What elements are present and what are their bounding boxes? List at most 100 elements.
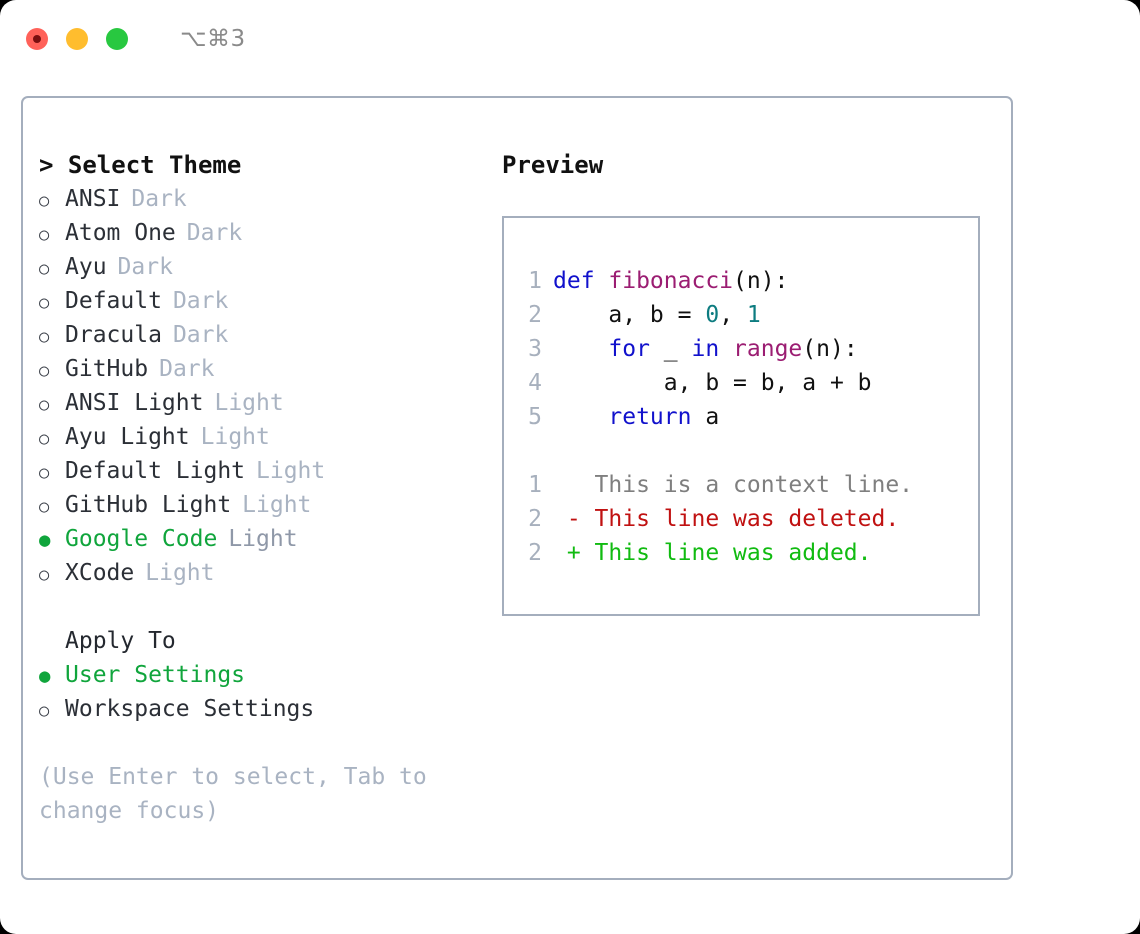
diff-line: 2 - This line was deleted. (518, 502, 978, 536)
radio-unselected-icon: ○ (39, 361, 50, 381)
keyboard-hint: (Use Enter to select, Tab to change focu… (39, 764, 441, 824)
code-line-text: return a (553, 400, 719, 434)
code-token-fn: fibonacci (608, 268, 734, 294)
code-token-num: 1 (746, 302, 761, 328)
theme-option-tag: Light (242, 492, 312, 518)
code-line: 1 def fibonacci(n): (518, 264, 978, 298)
radio-unselected-icon: ○ (39, 497, 50, 517)
close-button[interactable] (26, 28, 48, 50)
code-token-pl: a (691, 404, 720, 430)
page-title: > Select Theme (39, 151, 242, 179)
theme-option-tag: Light (256, 458, 326, 484)
theme-option-label: XCode (65, 560, 135, 586)
theme-option-label: Default (65, 288, 162, 314)
theme-option-label: Default Light (65, 458, 246, 484)
theme-option-label: Ayu Light (65, 424, 190, 450)
theme-option-xcode[interactable]: ○ XCode Light (39, 556, 493, 590)
code-token-ctx: This is a context line. (553, 472, 914, 498)
theme-option-label: Ayu (65, 254, 107, 280)
line-number: 5 (528, 404, 542, 430)
theme-option-tag: Dark (159, 356, 215, 382)
zoom-button[interactable] (106, 28, 128, 50)
theme-option-label: Atom One (65, 220, 176, 246)
theme-option-label: Google Code (65, 526, 218, 552)
theme-option-label: GitHub Light (65, 492, 232, 518)
theme-option-label: ANSI (65, 186, 121, 212)
code-token-fn: range (733, 336, 803, 362)
code-token-pl (553, 404, 608, 430)
code-token-pl (719, 336, 733, 362)
minimize-button[interactable] (66, 28, 88, 50)
radio-unselected-icon: ○ (39, 327, 50, 347)
radio-selected-icon: ● (39, 529, 51, 551)
code-blank-line (518, 434, 978, 468)
radio-unselected-icon: ○ (39, 565, 50, 585)
theme-option-tag: Dark (172, 288, 229, 314)
radio-unselected-icon: ○ (39, 225, 50, 245)
code-token-kw: def (553, 268, 609, 294)
theme-option-tag: Light (228, 526, 298, 552)
code-token-del: - This line was deleted. (553, 506, 900, 532)
theme-option-label: Dracula (65, 322, 162, 348)
preview-title: Preview (502, 151, 604, 179)
radio-unselected-icon: ○ (39, 293, 50, 313)
code-line-text: def fibonacci(n): (553, 264, 788, 298)
code-line: 5 return a (518, 400, 978, 434)
apply-to-heading: Apply To (65, 628, 176, 654)
radio-selected-icon: ● (39, 665, 51, 687)
code-token-num: 0 (705, 302, 720, 328)
code-token-kw: in (691, 336, 720, 362)
window-controls (26, 28, 128, 50)
theme-option-default[interactable]: ○ Default Dark (39, 284, 493, 318)
diff-line: 1 This is a context line. (518, 468, 978, 502)
radio-unselected-icon: ○ (39, 463, 50, 483)
theme-option-atom-one[interactable]: ○ Atom One Dark (39, 216, 493, 250)
code-token-pl: _ (649, 336, 692, 362)
code-line: 2 a, b = 0, 1 (518, 298, 978, 332)
apply-to-option-user-settings[interactable]: ● User Settings (39, 658, 493, 692)
diff-sample: 1 This is a context line.2 - This line w… (518, 468, 978, 570)
code-token-pl (553, 336, 608, 362)
code-line-text: for _ in range(n): (553, 332, 857, 366)
code-token-kw: return (608, 404, 692, 430)
code-token-pl: a, b = b, a + b (553, 370, 872, 396)
code-line-text: - This line was deleted. (553, 502, 899, 536)
radio-unselected-icon: ○ (39, 395, 50, 415)
code-line-text: + This line was added. (553, 536, 872, 570)
code-token-add: + This line was added. (553, 540, 872, 566)
theme-option-tag: Light (145, 560, 215, 586)
apply-to-option-label: User Settings (65, 662, 246, 688)
theme-option-tag: Dark (117, 254, 173, 280)
code-token-kw: for (608, 336, 650, 362)
radio-unselected-icon: ○ (39, 191, 50, 211)
diff-line: 2 + This line was added. (518, 536, 978, 570)
apply-to-option-workspace-settings[interactable]: ○ Workspace Settings (39, 692, 493, 726)
title-bar: ⌥⌘3 (0, 0, 1140, 78)
radio-unselected-icon: ○ (39, 701, 50, 721)
section-spacer (39, 590, 493, 624)
theme-option-github-light[interactable]: ○ GitHub Light Light (39, 488, 493, 522)
code-line-text: a, b = b, a + b (553, 366, 872, 400)
theme-option-tag: Light (214, 390, 284, 416)
theme-option-ayu[interactable]: ○ Ayu Dark (39, 250, 493, 284)
theme-option-google-code[interactable]: ● Google Code Light (39, 522, 493, 556)
apply-to-list: ● User Settings ○ Workspace Settings (39, 658, 493, 726)
line-number: 1 (528, 268, 542, 294)
theme-option-default-light[interactable]: ○ Default Light Light (39, 454, 493, 488)
theme-option-tag: Dark (186, 220, 243, 246)
apply-to-option-label: Workspace Settings (65, 696, 315, 722)
keyboard-shortcut-label: ⌥⌘3 (180, 26, 246, 52)
radio-unselected-icon: ○ (39, 259, 50, 279)
line-number: 2 (528, 302, 542, 328)
code-token-pl: (n): (733, 268, 789, 294)
theme-option-tag: Light (200, 424, 270, 450)
